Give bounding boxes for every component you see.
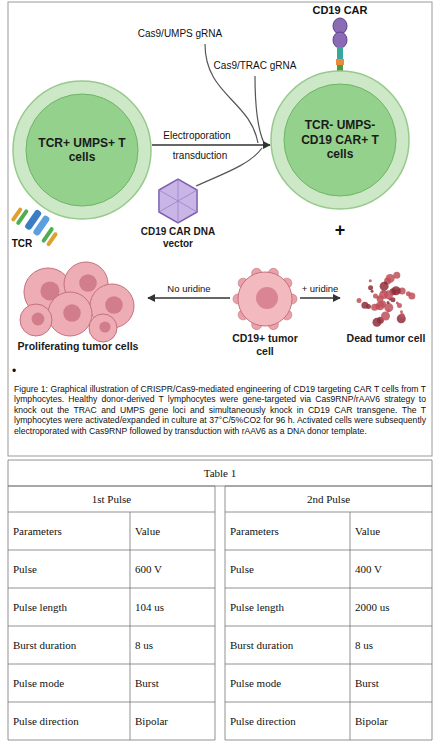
table-cell: Burst	[350, 664, 432, 702]
table-cell: 8 us	[350, 626, 432, 664]
dead-cell: Dead tumor cell	[340, 268, 432, 362]
table-cell: Burst duration	[8, 626, 130, 664]
figure-caption: Figure 1: Graphical illustration of CRIS…	[14, 384, 426, 436]
table-cell: Value	[350, 512, 432, 550]
edge-label: No uridine	[165, 283, 212, 294]
table-cell: 104 us	[130, 588, 215, 626]
table-cell: Bipolar	[130, 702, 215, 740]
tumor-cluster: Proliferating tumor cells	[8, 262, 148, 362]
table-cell: Pulse direction	[225, 702, 350, 740]
table-cell: Parameters	[225, 512, 350, 550]
illustration-label: CD19 CAR	[312, 4, 367, 16]
table-cell: Pulse	[8, 550, 130, 588]
illustration-label: transduction	[173, 150, 227, 161]
illustration-label: TCR	[12, 238, 33, 249]
vector-hexagon: CD19 CAR DNA vector	[128, 178, 228, 256]
cell-circle: TCR- UMPS- CD19 CAR+ T cells	[270, 70, 410, 210]
grna-line	[255, 76, 264, 143]
table-cell: Burst duration	[225, 626, 350, 664]
node-text: CD19 CAR DNA vector	[128, 226, 228, 250]
table-cell: Parameters	[8, 512, 130, 550]
table-cell: 2000 us	[350, 588, 432, 626]
table-cell: Pulse length	[225, 588, 350, 626]
table-cell: Pulse length	[8, 588, 130, 626]
tumor-cell: CD19+ tumor cell	[230, 268, 300, 362]
table-cell: Pulse mode	[8, 664, 130, 702]
dead-cell-outline	[340, 268, 432, 362]
table-cell: Value	[130, 512, 215, 550]
bullet: •	[12, 364, 16, 378]
table-grid	[8, 460, 432, 740]
table-cell: Bipolar	[350, 702, 432, 740]
table-cell: Pulse mode	[225, 664, 350, 702]
illustration-label: +	[335, 220, 346, 241]
table-cell: Pulse	[225, 550, 350, 588]
node-text: CD19+ tumor cell	[230, 332, 300, 357]
illustration-label: Cas9/TRAC gRNA	[214, 60, 297, 71]
node-text: TCR+ UMPS+ T cells	[30, 136, 134, 165]
table-header: 1st Pulse	[8, 486, 215, 512]
node-text: TCR- UMPS- CD19 CAR+ T cells	[288, 118, 392, 161]
node-text: Dead tumor cell	[340, 332, 432, 345]
table-cell: Pulse direction	[8, 702, 130, 740]
illustration-label: Cas9/UMPS gRNA	[138, 28, 222, 39]
arrow-connector	[148, 297, 230, 299]
car-receptor	[333, 18, 347, 73]
table-title: Table 1	[8, 460, 432, 486]
figure-frame	[8, 2, 432, 456]
table-cell: Burst	[130, 664, 215, 702]
grna-line	[205, 44, 258, 143]
node-text: Proliferating tumor cells	[8, 340, 148, 353]
table-cell: 8 us	[130, 626, 215, 664]
cell-circle: TCR+ UMPS+ T cells	[12, 80, 152, 220]
edge-label: Electroporation	[161, 130, 232, 141]
arrow-connector	[300, 297, 340, 299]
table-cell: 600 V	[130, 550, 215, 588]
table-cell: 400 V	[350, 550, 432, 588]
arrow-connector	[152, 144, 270, 146]
table-header: 2nd Pulse	[225, 486, 432, 512]
edge-label: + uridine	[300, 283, 341, 294]
